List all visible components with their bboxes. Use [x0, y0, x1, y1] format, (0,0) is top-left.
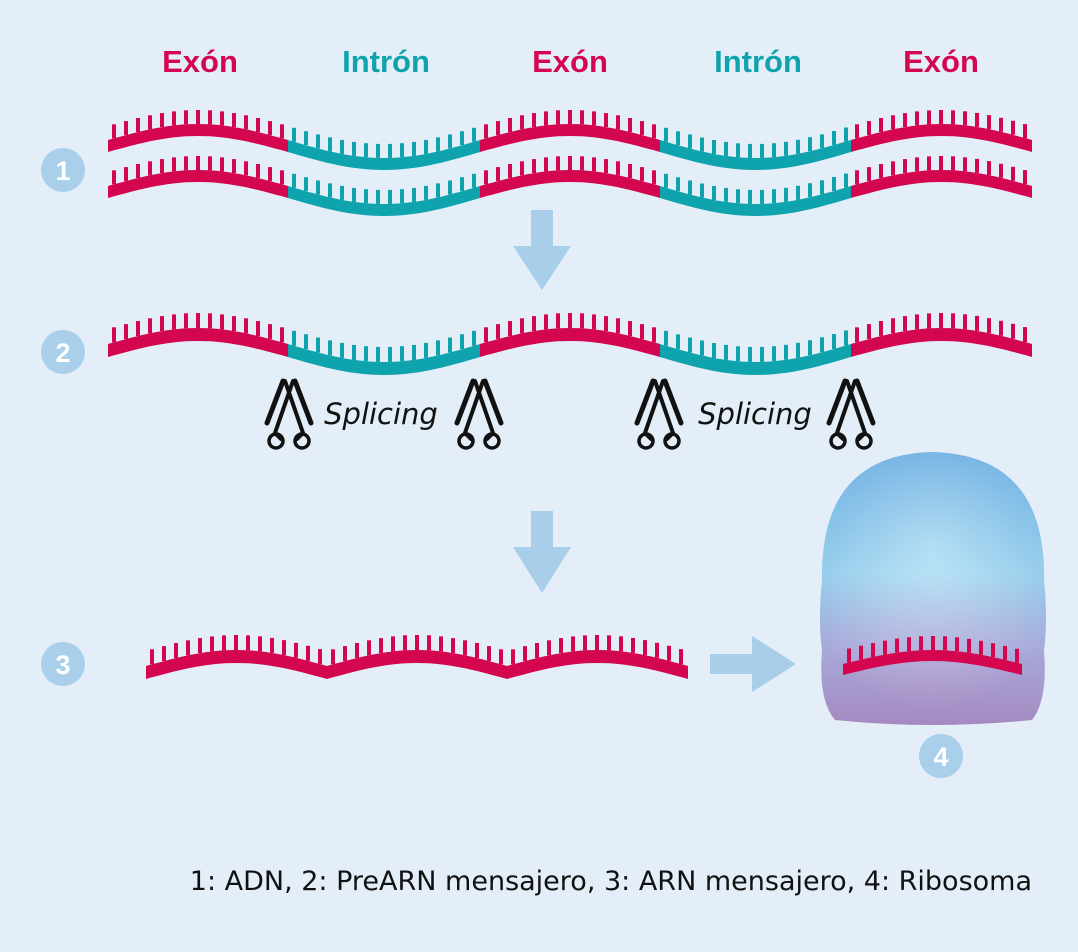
exon-segment — [108, 328, 288, 357]
scissors-icon — [457, 381, 501, 448]
exon-segment — [480, 124, 660, 152]
header-intron: Intrón — [342, 44, 430, 79]
scissors-icon — [829, 381, 873, 448]
splicing-label: Splicing — [324, 397, 438, 431]
exon-segment — [108, 124, 288, 152]
svg-text:2: 2 — [55, 338, 70, 368]
exon-segment — [146, 650, 327, 679]
header-exon: Exón — [162, 44, 238, 79]
svg-text:1: 1 — [55, 156, 70, 186]
exon-segment — [480, 170, 660, 198]
exon-segment — [851, 170, 1032, 198]
header-exon: Exón — [903, 44, 979, 79]
scissors-icon — [637, 381, 681, 448]
arrow-right-icon — [710, 636, 796, 692]
intron-segment — [288, 186, 480, 216]
step-badge-2: 2 — [41, 330, 85, 374]
step-badge-1: 1 — [41, 148, 85, 192]
intron-segment — [288, 140, 480, 170]
exon-segment — [507, 650, 688, 679]
intron-segment — [288, 344, 480, 375]
arrow-down-icon — [513, 511, 571, 593]
step-badge-4: 4 — [919, 734, 963, 778]
scissors-icon — [267, 381, 311, 448]
exon-segment — [851, 328, 1032, 357]
step-badge-3: 3 — [41, 642, 85, 686]
exon-segment — [108, 170, 288, 198]
intron-segment — [660, 344, 851, 375]
exon-segment — [480, 328, 660, 357]
arrow-down-icon — [513, 210, 571, 290]
header-exon: Exón — [532, 44, 608, 79]
mrna-in-ribosome — [843, 650, 1022, 675]
legend-caption: 1: ADN, 2: PreARN mensajero, 3: ARN mens… — [189, 866, 1032, 897]
intron-segment — [660, 186, 851, 216]
dna-double-strand — [108, 110, 1032, 216]
svg-text:3: 3 — [55, 650, 70, 680]
ribosome — [820, 452, 1046, 725]
header-intron: Intrón — [714, 44, 802, 79]
pre-mrna-strand — [108, 313, 1032, 375]
svg-text:4: 4 — [933, 742, 948, 772]
exon-segment — [327, 650, 507, 679]
intron-segment — [660, 140, 851, 170]
exon-segment — [851, 124, 1032, 152]
splicing-label: Splicing — [698, 397, 812, 431]
mrna-strand — [146, 635, 688, 679]
